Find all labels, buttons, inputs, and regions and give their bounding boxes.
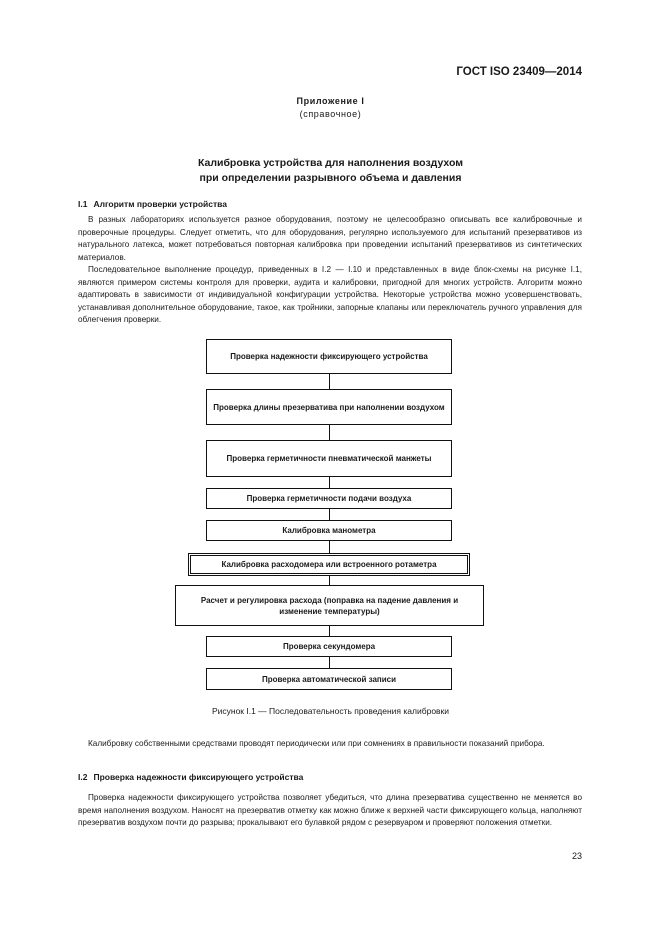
flow-connector <box>329 424 331 440</box>
section-2-number: I.2 <box>78 772 88 782</box>
main-title: Калибровка устройства для наполнения воз… <box>0 156 661 186</box>
flow-connector <box>329 476 331 488</box>
flow-step-8: Проверка секундомера <box>206 636 452 657</box>
section-2-title: Проверка надежности фиксирующего устройс… <box>93 772 304 782</box>
section-1-paragraph-1: В разных лабораториях используется разно… <box>78 215 582 262</box>
section-1-paragraph-2: Последовательное выполнение процедур, пр… <box>78 265 582 325</box>
page-number: 23 <box>571 851 582 861</box>
flow-step-1: Проверка надежности фиксирующего устройс… <box>206 339 452 374</box>
flow-connector <box>329 656 331 668</box>
annex-subtitle: (справочное) <box>299 109 362 119</box>
flow-step-4: Проверка герметичности подачи воздуха <box>206 488 452 509</box>
flow-step-2: Проверка длины презерватива при наполнен… <box>206 389 452 425</box>
section-1-number: I.1 <box>78 199 88 209</box>
main-title-line-2: при определении разрывного объема и давл… <box>199 172 462 184</box>
after-figure-paragraph: Калибровку собственными средствами прово… <box>88 739 545 748</box>
flow-step-3: Проверка герметичности пневматической ма… <box>206 440 452 477</box>
flow-connector <box>329 625 331 636</box>
flow-connector <box>329 373 331 389</box>
flow-step-9: Проверка автоматической записи <box>206 668 452 690</box>
section-2-paragraph: Проверка надежности фиксирующего устройс… <box>78 793 582 828</box>
section-2-heading: I.2 Проверка надежности фиксирующего устр… <box>78 772 303 782</box>
standard-header: ГОСТ ISO 23409—2014 <box>456 66 582 78</box>
annex-label: Приложение I <box>296 96 365 106</box>
annex-title: Приложение I (справочное) <box>0 95 661 121</box>
section-1-title: Алгоритм проверки устройства <box>93 199 227 209</box>
flow-step-7: Расчет и регулировка расхода (поправка н… <box>175 585 484 626</box>
figure-caption: Рисунок I.1 — Последовательность проведе… <box>211 706 450 716</box>
section-1-heading: I.1 Алгоритм проверки устройства <box>78 199 227 209</box>
flow-step-6: Калибровка расходомера или встроенного р… <box>188 553 470 576</box>
flow-connector <box>329 575 331 585</box>
flow-step-5: Калибровка манометра <box>206 520 452 541</box>
flow-connector <box>329 540 331 553</box>
flow-connector <box>329 508 331 520</box>
main-title-line-1: Калибровка устройства для наполнения воз… <box>197 157 464 169</box>
